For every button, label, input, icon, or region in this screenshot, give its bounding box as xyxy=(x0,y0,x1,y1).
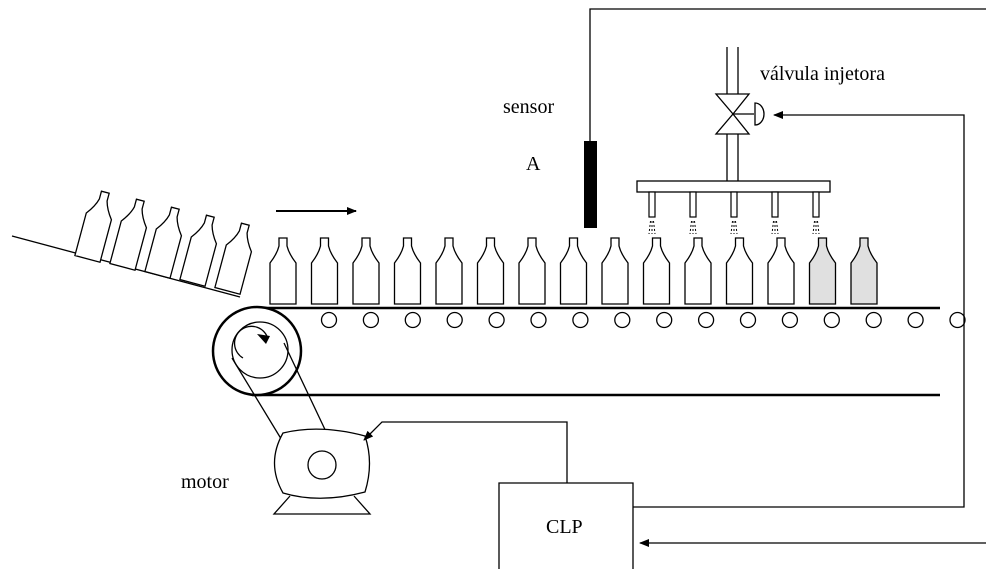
motor xyxy=(272,428,372,515)
incoming-bottle xyxy=(179,214,218,288)
injector-nozzle xyxy=(771,191,779,235)
empty-bottle xyxy=(559,237,588,305)
empty-bottle xyxy=(393,237,422,305)
roller xyxy=(656,311,673,329)
roller xyxy=(362,311,380,329)
empty-bottle xyxy=(435,237,463,305)
conveyor-bottles xyxy=(269,237,878,305)
injector-nozzles xyxy=(648,191,820,235)
sensor-a xyxy=(584,141,597,228)
sensor-signal-line xyxy=(589,8,986,141)
motor-control-line xyxy=(363,421,568,483)
empty-bottle xyxy=(476,237,505,305)
roller xyxy=(823,311,840,329)
empty-bottle xyxy=(725,237,754,305)
roller xyxy=(572,311,589,329)
motor-label: motor xyxy=(181,471,229,493)
roller xyxy=(404,311,421,329)
sensor-label-line1: sensor xyxy=(503,96,554,118)
empty-bottle xyxy=(518,237,546,305)
empty-bottle xyxy=(269,237,297,305)
incoming-bottles xyxy=(74,190,253,296)
roller xyxy=(320,311,338,329)
roller xyxy=(446,311,463,329)
incoming-bottle xyxy=(109,198,148,272)
roller xyxy=(530,311,547,329)
roller xyxy=(614,311,631,329)
incoming-bottle xyxy=(144,206,183,280)
injector-valve xyxy=(714,47,765,181)
conveyor-rollers xyxy=(320,311,966,329)
roller xyxy=(739,311,757,329)
rotation-arrow-icon xyxy=(233,325,269,359)
empty-bottle xyxy=(684,237,712,305)
empty-bottle xyxy=(352,237,380,305)
roller xyxy=(488,311,505,329)
roller xyxy=(697,311,715,329)
injector-manifold xyxy=(636,180,831,193)
roller xyxy=(949,311,966,329)
injector-nozzle xyxy=(689,191,697,235)
incoming-bottle xyxy=(74,190,113,264)
filled-bottle xyxy=(850,237,878,305)
empty-bottle xyxy=(767,237,795,305)
roller xyxy=(907,311,924,329)
injector-nozzle xyxy=(730,191,738,235)
empty-bottle xyxy=(642,237,671,305)
roller xyxy=(781,311,799,329)
valve-control-line xyxy=(633,111,965,508)
injector-nozzle xyxy=(648,191,656,235)
plc-box xyxy=(498,482,634,569)
plc-label: CLP xyxy=(546,516,583,538)
empty-bottle xyxy=(310,237,339,305)
sensor-label-line2: A xyxy=(526,153,541,175)
valve-label: válvula injetora xyxy=(760,63,885,85)
injector-nozzle xyxy=(812,191,820,235)
filled-bottle xyxy=(808,237,837,305)
roller xyxy=(865,311,882,329)
empty-bottle xyxy=(601,237,629,305)
incoming-bottle xyxy=(214,222,253,296)
